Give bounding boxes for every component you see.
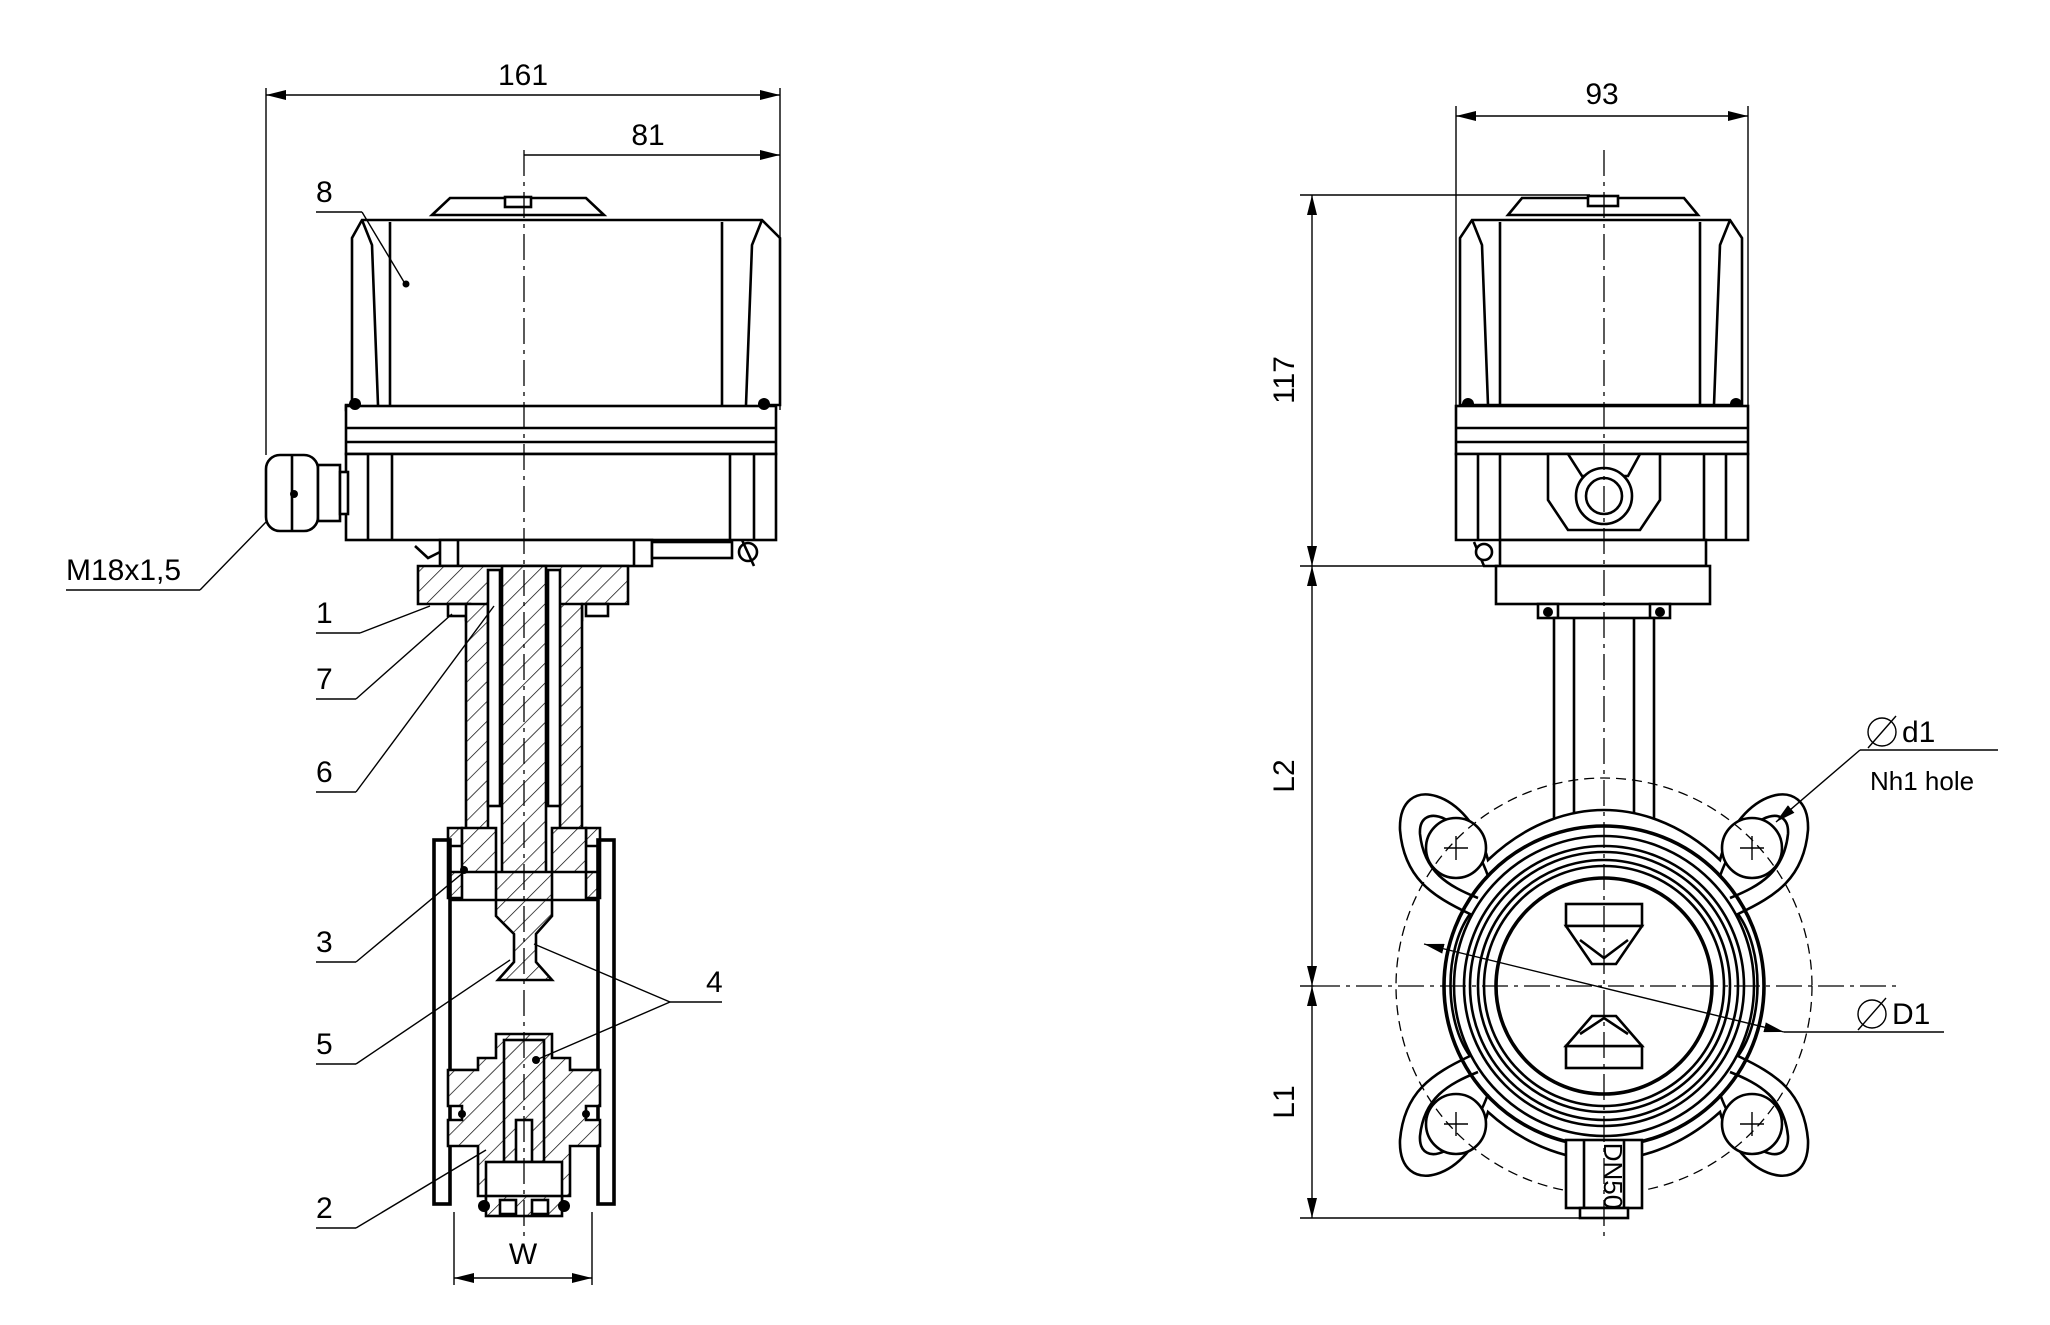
dim-front-width: 93: [1455, 78, 1749, 406]
svg-text:4: 4: [706, 966, 723, 999]
bore-callout: D1: [1423, 943, 1944, 1033]
front-actuator: [1454, 194, 1750, 568]
thread-callout: M18x1,5: [66, 521, 267, 591]
lower-body-boss: [446, 1032, 602, 1218]
part-callouts: 8 1 7 6 3: [316, 176, 723, 1229]
dim-half-width: 81: [524, 119, 780, 160]
callout-5: 5: [316, 959, 511, 1065]
dim-161-label: 161: [498, 59, 548, 92]
svg-text:7: 7: [316, 663, 333, 696]
svg-text:8: 8: [316, 176, 333, 209]
svg-text:1: 1: [316, 597, 333, 630]
dim-w: W: [453, 1212, 593, 1285]
actuator-cover: [344, 195, 782, 412]
dim-l1-label: L1: [1268, 1085, 1301, 1118]
dim-117-label: 117: [1268, 356, 1301, 404]
callout-6: 6: [316, 605, 495, 793]
bore-d1-label: D1: [1892, 998, 1930, 1031]
lug-holes: [1424, 816, 1784, 1156]
svg-text:5: 5: [316, 1028, 333, 1061]
dim-81-label: 81: [631, 119, 664, 152]
thread-label: M18x1,5: [66, 554, 181, 587]
svg-text:3: 3: [316, 926, 333, 959]
hole-callout: d1 Nh1 hole: [1775, 715, 1998, 823]
valve-body-shell: [432, 838, 616, 1206]
cable-gland: [264, 453, 350, 533]
actuator-base: [344, 398, 778, 568]
side-section-view: 161 81 W M18x1,5 8: [66, 59, 782, 1285]
hole-d1-label: d1: [1902, 716, 1935, 749]
front-view: DN50 93 117 L2 L1: [1268, 78, 1998, 1240]
callout-1: 1: [316, 597, 431, 634]
callout-2: 2: [316, 1149, 487, 1229]
front-mounting-plate: [1494, 564, 1712, 620]
callout-4: 4: [533, 943, 723, 1061]
dim-l2-label: L2: [1268, 759, 1301, 792]
dim-overall-width: 161: [265, 59, 781, 455]
dim-vertical-chain: 117 L2 L1: [1268, 194, 1590, 1219]
svg-text:2: 2: [316, 1192, 333, 1225]
dim-w-label: W: [509, 1238, 538, 1271]
svg-text:6: 6: [316, 756, 333, 789]
body-mark: DN50: [1598, 1143, 1628, 1209]
callout-8: 8: [316, 176, 405, 283]
callout-7: 7: [316, 613, 453, 700]
callout-3: 3: [316, 871, 465, 963]
hole-note-label: Nh1 hole: [1870, 766, 1974, 796]
dim-93-label: 93: [1585, 78, 1618, 111]
